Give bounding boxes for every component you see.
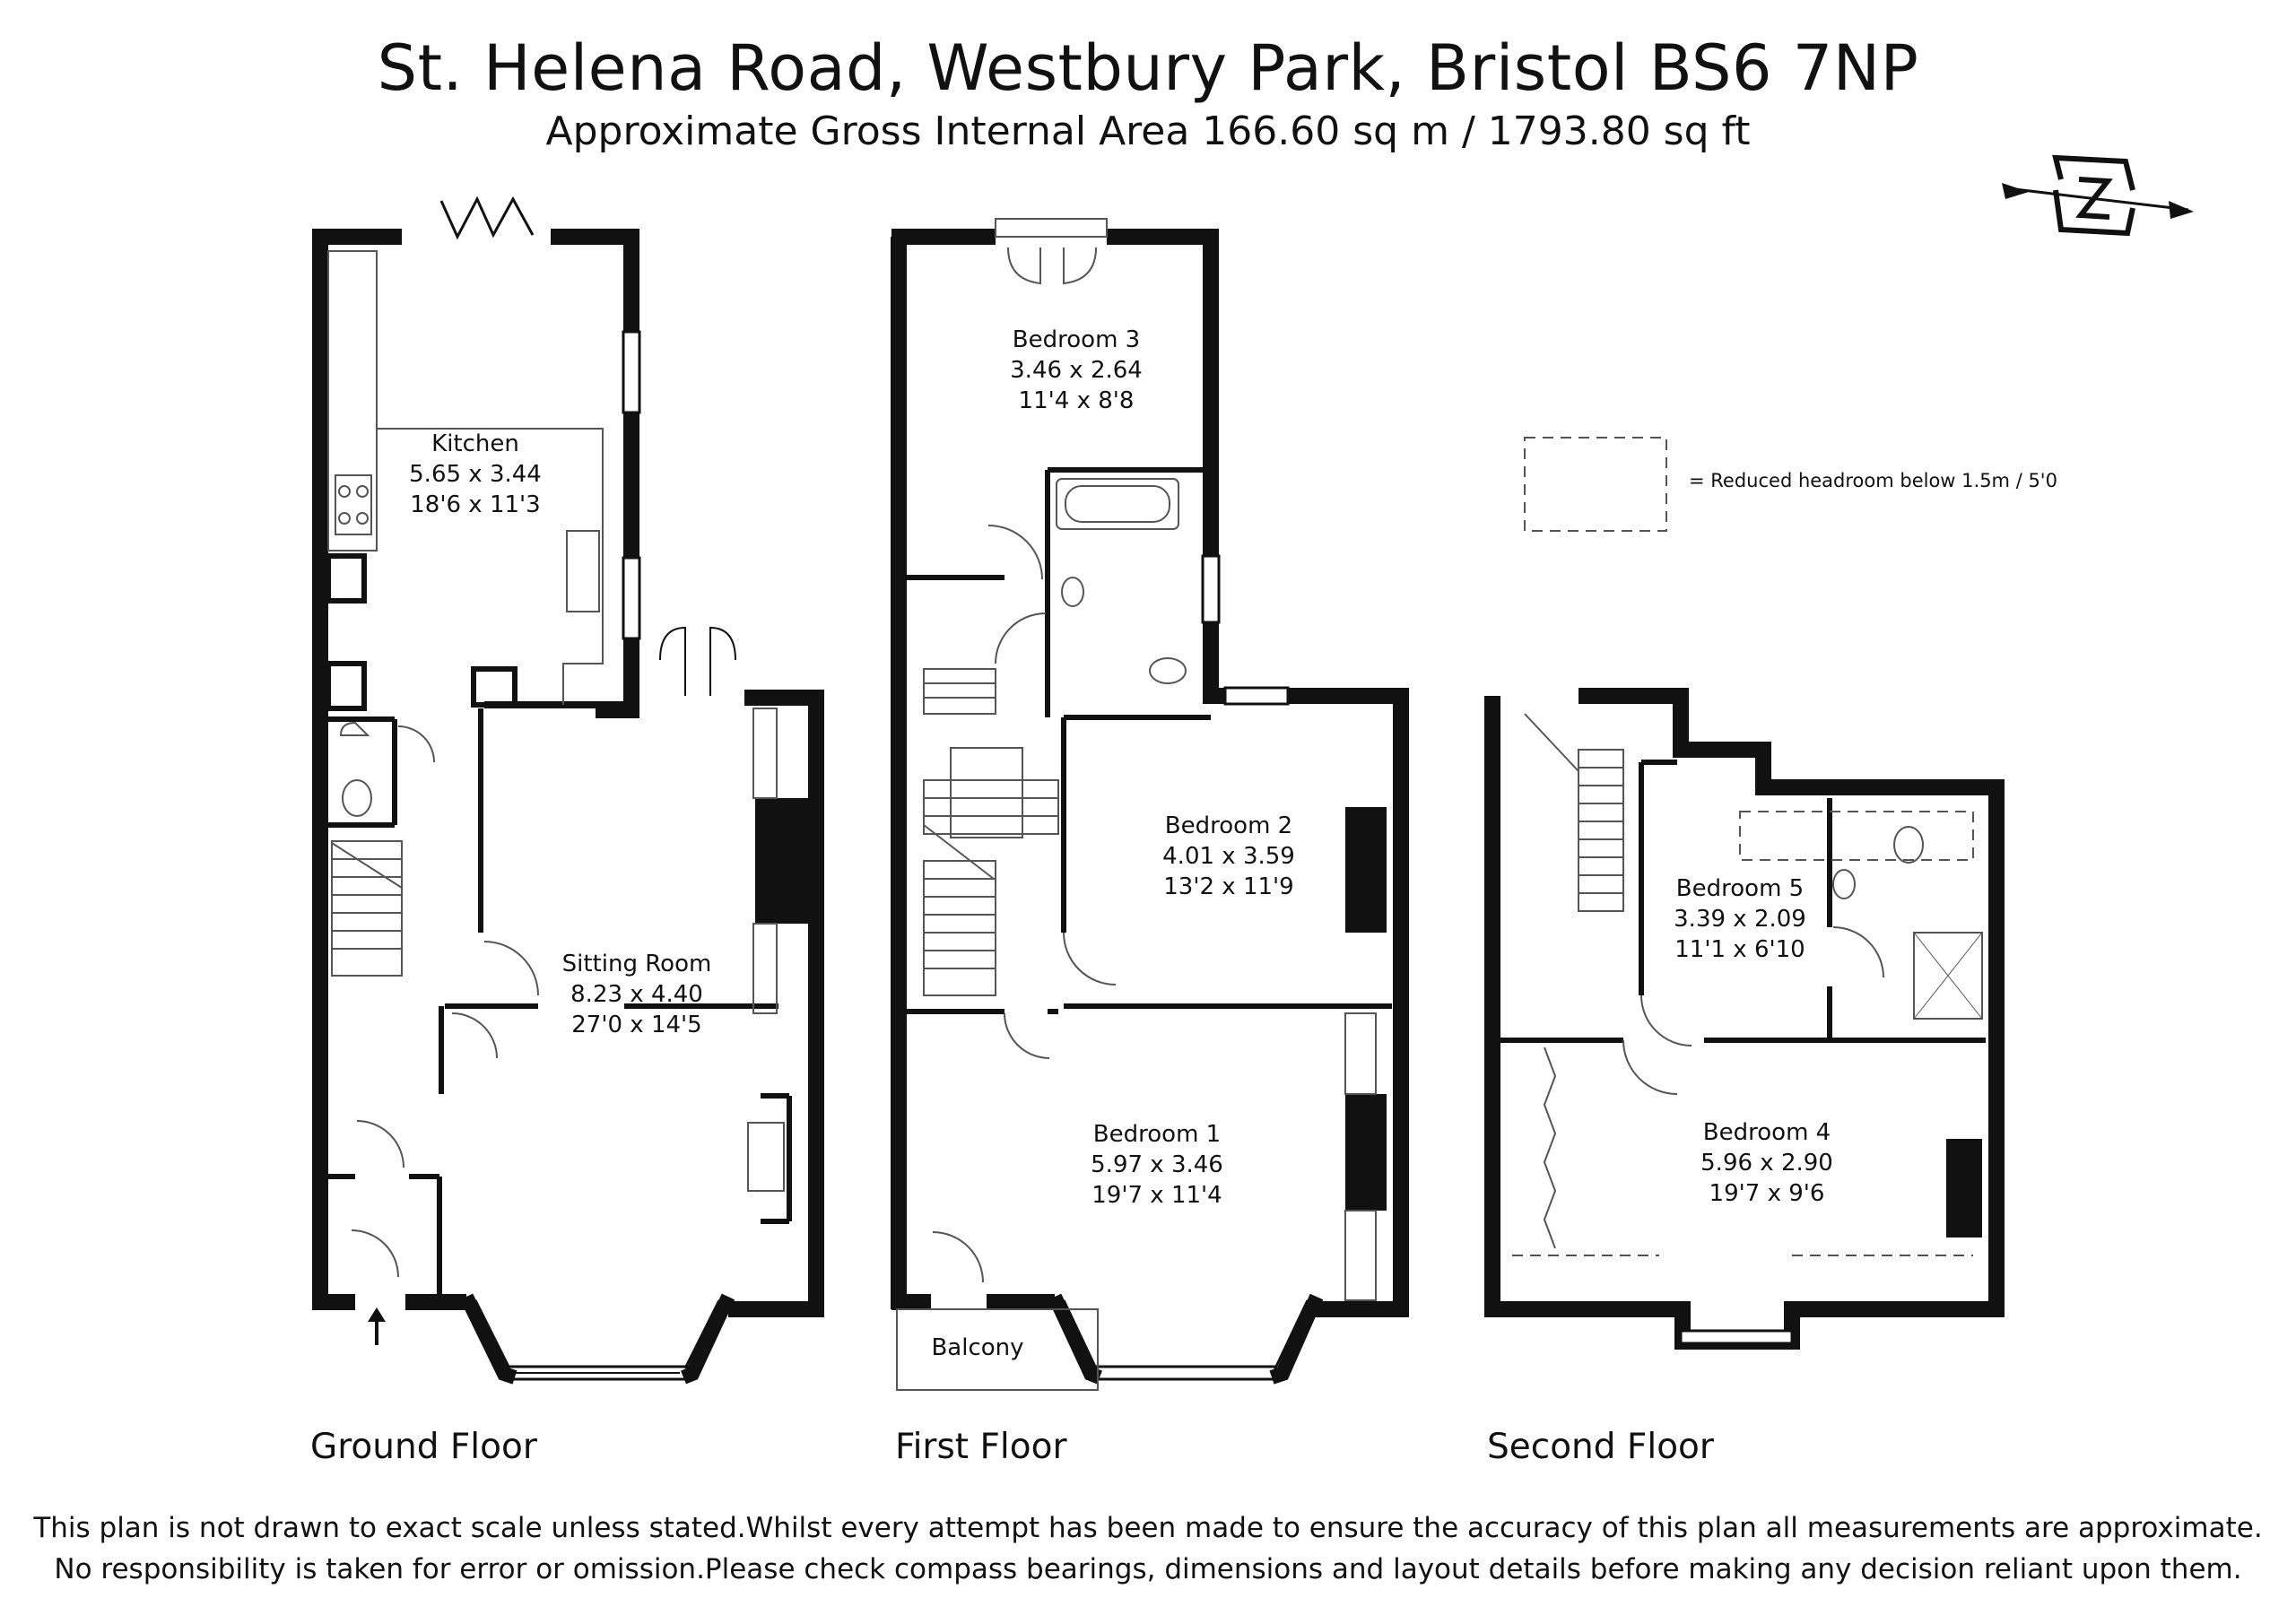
ground-floor-label: Ground Floor <box>310 1427 537 1467</box>
room-name: Balcony <box>931 1334 1024 1361</box>
room-imperial: 19'7 x 9'6 <box>1709 1180 1825 1207</box>
first-floor-label: First Floor <box>895 1427 1067 1467</box>
room-name: Kitchen <box>431 430 519 457</box>
room-imperial: 18'6 x 11'3 <box>410 491 541 518</box>
room-name: Bedroom 1 <box>1092 1121 1222 1148</box>
room-name: Bedroom 4 <box>1702 1119 1831 1146</box>
reduced-headroom-legend-swatch <box>1524 437 1667 532</box>
second-floor-plan <box>1484 688 2005 1350</box>
room-label-bedroom-1: Bedroom 1 5.97 x 3.46 19'7 x 11'4 <box>1058 1119 1256 1211</box>
room-label-bedroom-4: Bedroom 4 5.96 x 2.90 19'7 x 9'6 <box>1668 1117 1866 1209</box>
room-label-bedroom-2: Bedroom 2 4.01 x 3.59 13'2 x 11'9 <box>1130 811 1327 902</box>
room-metric: 3.46 x 2.64 <box>1010 357 1143 384</box>
room-name: Bedroom 5 <box>1675 875 1805 902</box>
first-floor-plan <box>891 218 1409 1391</box>
second-floor-label: Second Floor <box>1487 1427 1714 1467</box>
room-metric: 3.39 x 2.09 <box>1674 906 1806 933</box>
room-imperial: 11'1 x 6'10 <box>1674 936 1805 963</box>
room-metric: 5.97 x 3.46 <box>1091 1151 1223 1178</box>
room-metric: 5.96 x 2.90 <box>1700 1150 1833 1177</box>
room-metric: 4.01 x 3.59 <box>1162 843 1295 870</box>
room-name: Bedroom 3 <box>1012 326 1141 353</box>
room-label-kitchen: Kitchen 5.65 x 3.44 18'6 x 11'3 <box>386 429 565 520</box>
room-label-sitting-room: Sitting Room 8.23 x 4.40 27'0 x 14'5 <box>520 949 753 1040</box>
room-label-balcony: Balcony <box>906 1333 1049 1363</box>
room-imperial: 19'7 x 11'4 <box>1091 1182 1222 1209</box>
ground-floor-plan <box>312 195 824 1385</box>
room-imperial: 11'4 x 8'8 <box>1018 387 1135 414</box>
room-imperial: 13'2 x 11'9 <box>1163 873 1294 900</box>
room-label-bedroom-5: Bedroom 5 3.39 x 2.09 11'1 x 6'10 <box>1650 873 1830 965</box>
room-name: Bedroom 2 <box>1164 812 1293 839</box>
room-name: Sitting Room <box>561 951 712 977</box>
plan-subtitle: Approximate Gross Internal Area 166.60 s… <box>545 109 1751 154</box>
disclaimer-line-2: No responsibility is taken for error or … <box>54 1553 2242 1585</box>
room-metric: 5.65 x 3.44 <box>409 461 542 488</box>
north-compass-icon <box>2002 154 2194 237</box>
reduced-headroom-legend-label: = Reduced headroom below 1.5m / 5'0 <box>1689 470 2057 491</box>
room-imperial: 27'0 x 14'5 <box>571 1012 702 1038</box>
disclaimer-line-1: This plan is not drawn to exact scale un… <box>33 1512 2263 1544</box>
room-label-bedroom-3: Bedroom 3 3.46 x 2.64 11'4 x 8'8 <box>978 325 1175 416</box>
room-metric: 8.23 x 4.40 <box>570 981 703 1008</box>
plan-title: St. Helena Road, Westbury Park, Bristol … <box>377 31 1919 105</box>
